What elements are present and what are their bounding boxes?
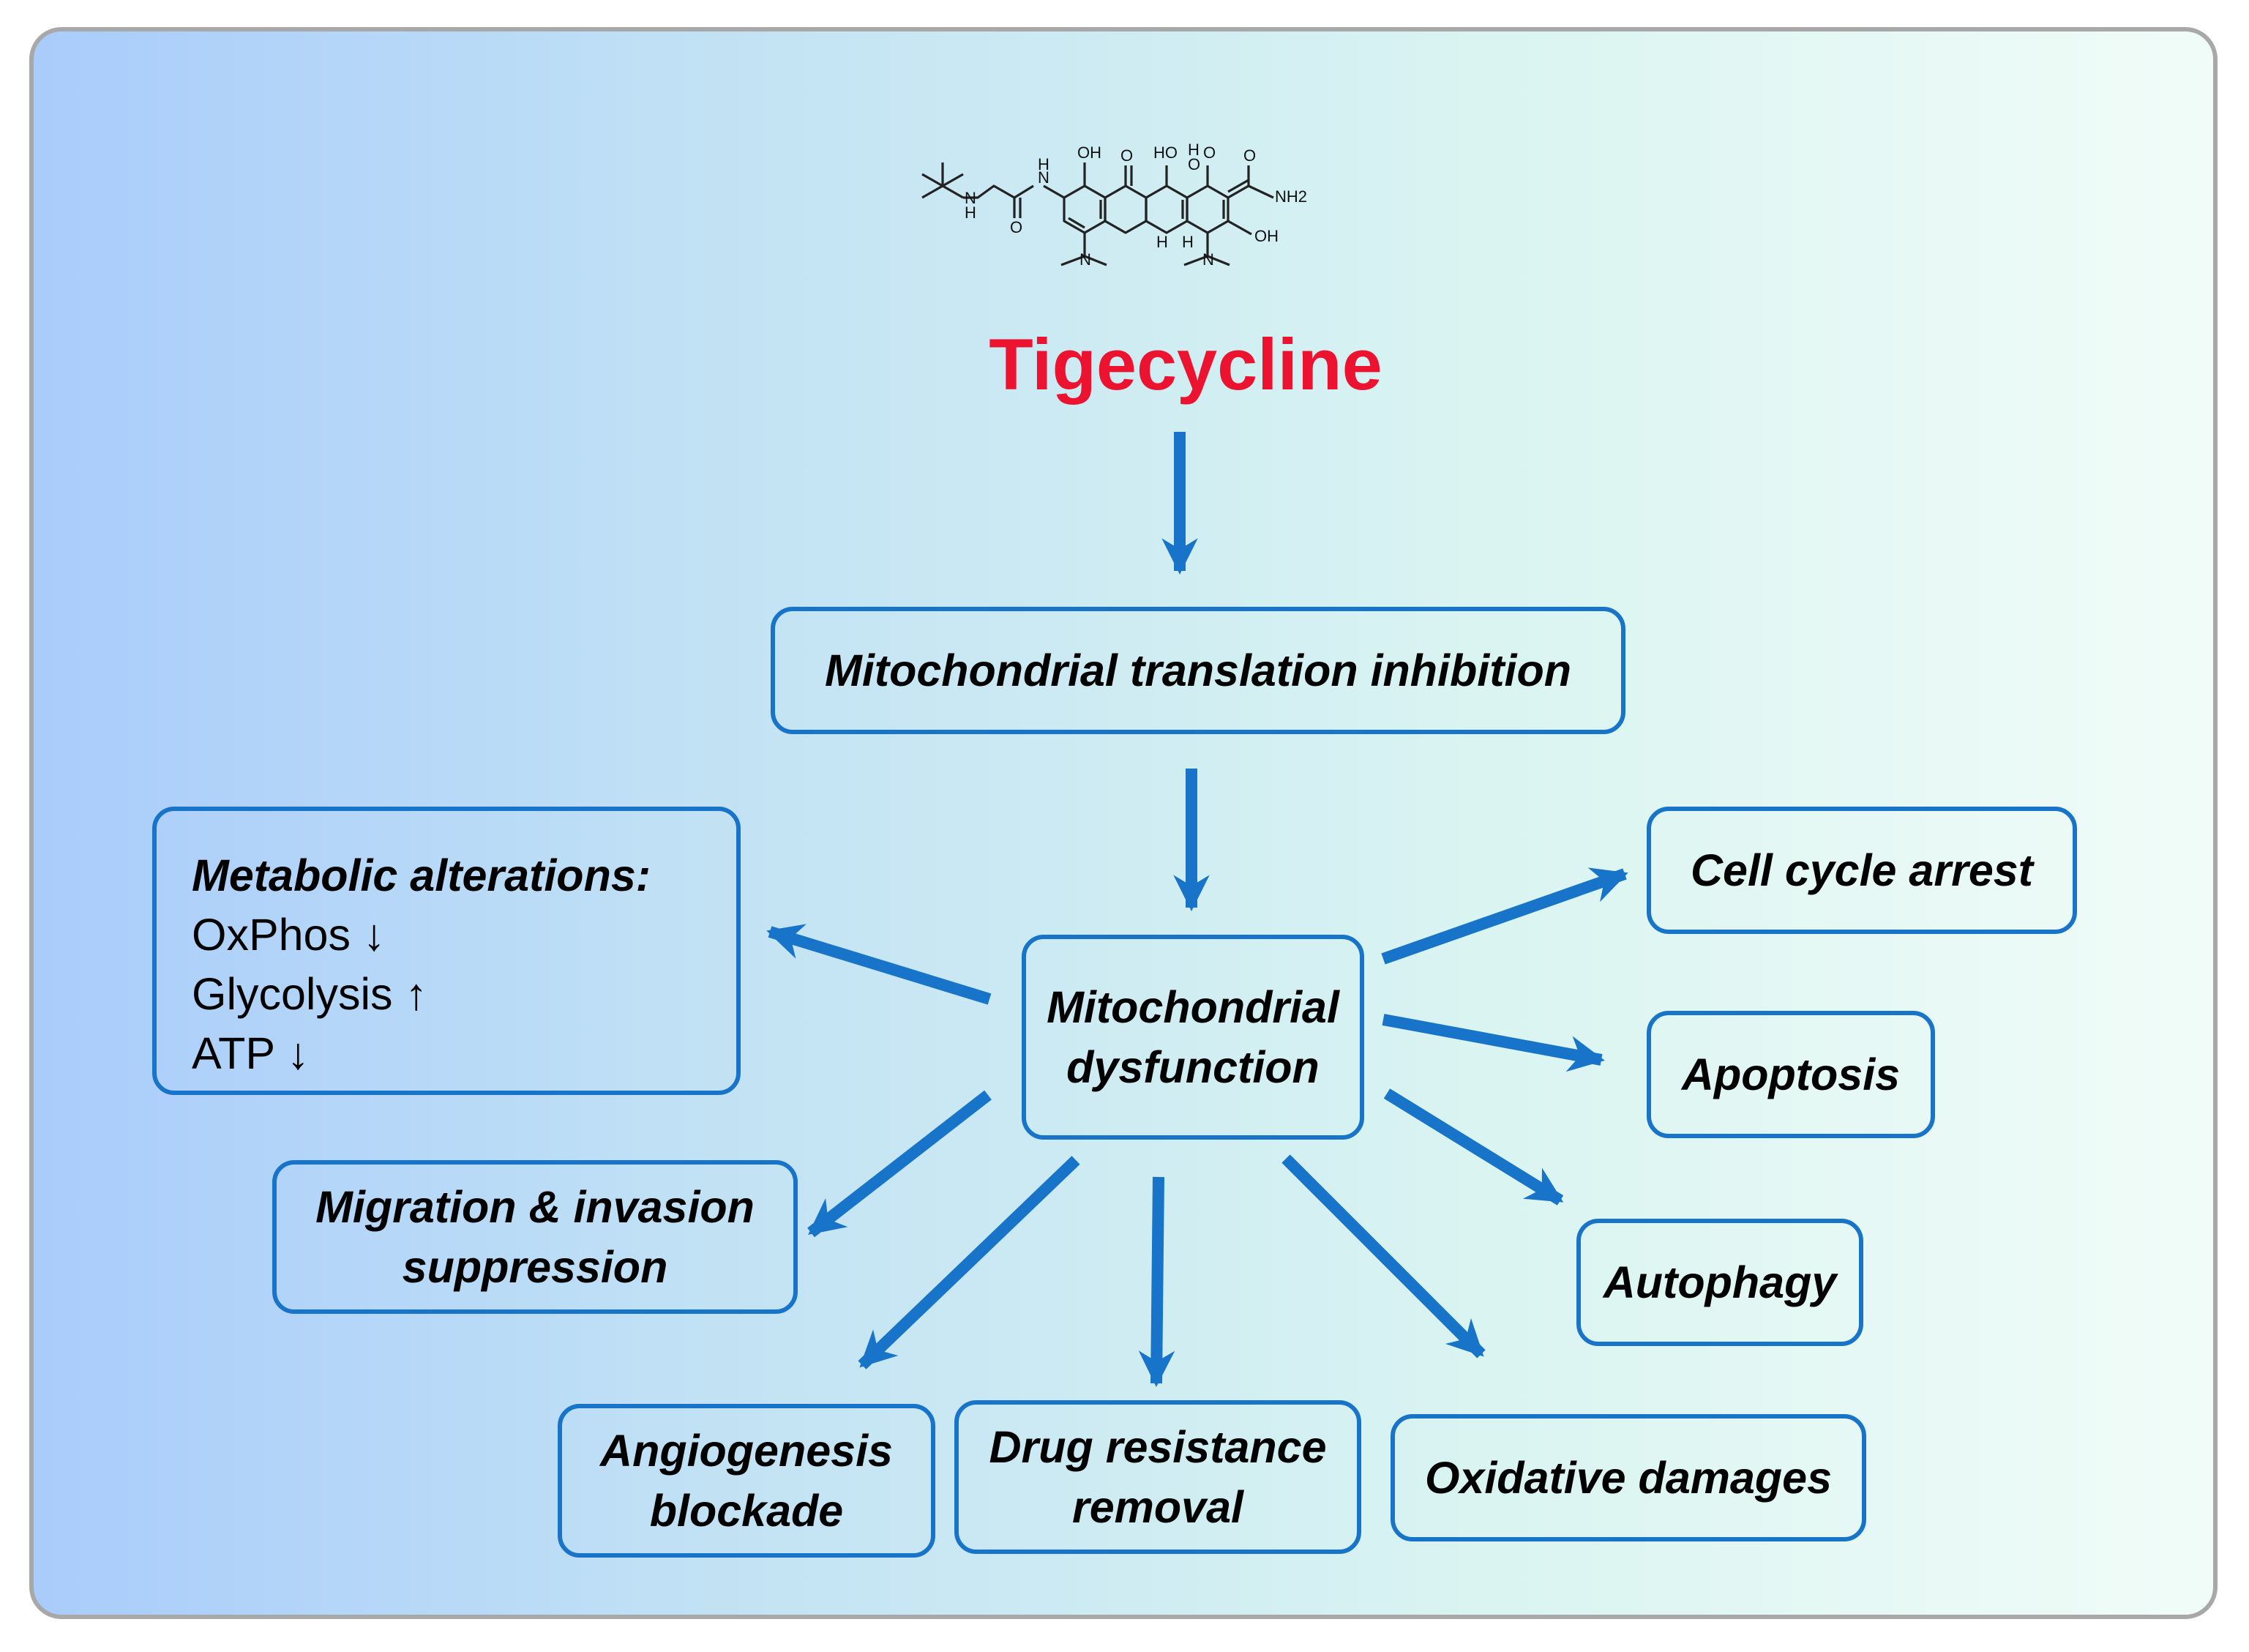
structure-label: H [1156,233,1168,251]
metabolic-line-glycolysis: Glycolysis ↑ [192,969,427,1019]
structure-label: N [1079,250,1091,269]
metabolic-alterations-box: Metabolic alterations: OxPhos ↓ Glycolys… [152,807,741,1095]
apoptosis-label: Apoptosis [1681,1050,1901,1099]
arrow-to-migration [807,1090,992,1238]
metabolic-line-atp: ATP ↓ [192,1028,310,1078]
dysfunction-label: Mitochondrial dysfunction [1047,982,1339,1092]
oxidative-damages-box: Oxidative damages [1391,1414,1866,1541]
structure-label: N [1038,168,1049,187]
angiogenesis-box: Angiogenesis blockade [558,1404,935,1558]
diagram-panel [29,27,2218,1619]
autophagy-label: Autophagy [1603,1257,1837,1307]
structure-label: NH2 [1275,187,1307,206]
drug-title: Tigecycline [989,324,1382,405]
arrow-to-angiogenesis [858,1156,1080,1369]
structure-label: N [1202,250,1214,269]
structure-label: HO [1153,143,1178,162]
migration-invasion-box: Migration & invasion suppression [272,1160,798,1314]
arrow-to-oxidative [1281,1154,1486,1358]
angiogenesis-label: Angiogenesis blockade [600,1426,893,1536]
autophagy-box: Autophagy [1576,1219,1863,1346]
translation-inhibition-box: Mitochondrial translation inhibition [771,607,1625,734]
dysfunction-box: Mitochondrial dysfunction [1022,935,1364,1140]
arrow-to-drug-resistance [1138,1176,1175,1387]
structure-label: O [1203,143,1216,162]
cell-cycle-arrest-label: Cell cycle arrest [1691,845,2033,895]
structure-label: OH [1077,143,1101,162]
structure-label: H [965,203,976,222]
tigecycline-structure-icon: OH O HO H O O O NH2 N H N H O N H H N OH [921,141,1307,269]
metabolic-heading: Metabolic alterations: [192,851,651,900]
arrow-to-apoptosis [1382,1014,1605,1072]
structure-label: H [1182,233,1194,251]
migration-invasion-label: Migration & invasion suppression [315,1182,755,1292]
structure-label: O [1010,218,1022,236]
structure-label: H [1188,141,1200,159]
structure-label: O [1188,155,1200,173]
arrow-to-cell-cycle [1381,867,1628,965]
arrow-to-metabolic [766,924,992,1005]
metabolic-line-oxphos: OxPhos ↓ [192,910,386,960]
cell-cycle-arrest-box: Cell cycle arrest [1647,807,2077,934]
structure-label: O [1120,146,1133,165]
structure-label: H [1038,155,1049,173]
arrow-to-autophagy [1383,1088,1564,1206]
drug-resistance-box: Drug resistance removal [954,1400,1361,1554]
drug-resistance-label: Drug resistance removal [989,1422,1327,1532]
oxidative-damages-label: Oxidative damages [1424,1453,1833,1503]
structure-label: O [1243,146,1256,165]
structure-label: OH [1254,227,1279,245]
translation-inhibition-label: Mitochondrial translation inhibition [825,646,1571,695]
apoptosis-box: Apoptosis [1647,1011,1935,1138]
structure-label: N [965,189,976,207]
